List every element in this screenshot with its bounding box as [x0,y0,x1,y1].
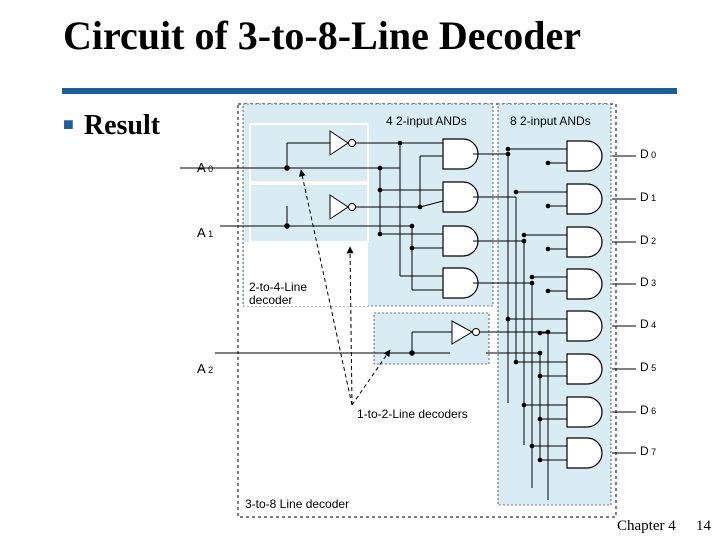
inverter-a2 [409,320,486,356]
junction-dot [529,443,535,449]
and-gate-3to8-2 [566,226,603,258]
and-gate-3to8-4 [566,310,603,342]
inverter-a0 [284,130,356,171]
junction-dot [513,359,519,365]
and-gate-3to8-5 [566,353,603,385]
title-underline [62,88,677,94]
1-to-2-decoder-region-a0 [249,123,369,183]
square-bullet-icon: ■ [63,114,74,134]
output-label-d6: D 6 [640,403,656,417]
junction-dot [545,203,551,209]
label-3-to-8-line-decoder: 3-to-8 Line decoder [245,497,349,511]
4-and-gates [442,138,479,299]
footer-chapter: Chapter 4 [617,518,676,534]
and-gate-3to8-1 [566,183,603,215]
junction-dot [537,330,543,336]
bullet-text: Result [83,110,161,141]
internal-wiring [356,142,636,500]
8-and-gates [566,140,603,469]
output-label-d7: D 7 [640,444,656,458]
junction-dot [505,151,511,157]
junction-dot [505,316,511,322]
label-2-to-4-line: 2-to-4-Line [249,280,307,294]
1-to-2-decoder-region-a2 [373,312,490,365]
and-gate-2to4-2 [442,225,479,257]
footer-page-number: 14 [696,518,711,534]
junction-dot [377,187,383,193]
junction-dot [377,231,383,237]
junction-dot [545,288,551,294]
junction-dot [537,350,543,356]
1-to-2-decoder-region-a1 [249,183,369,243]
junction-dot [409,245,415,251]
junction-dot [409,223,415,229]
junction-dot [521,232,527,238]
slide-title: Circuit of 3-to-8-Line Decoder [63,13,582,58]
output-label-d4: D 4 [640,317,656,331]
junction-dot [537,457,543,463]
junction-dot [545,329,551,335]
output-label-d3: D 3 [640,275,656,289]
junction-dot [529,280,535,286]
junction-dot [397,140,403,146]
and-gate-3to8-6 [566,396,603,428]
junction-dot [513,189,519,195]
header-8-2-input-ands: 8 2-input ANDs [510,114,591,128]
junction-dot [505,146,511,152]
label-decoder: decoder [249,293,292,307]
label-1-to-2-line-decoders: 1-to-2-Line decoders [357,407,468,421]
junction-dot [537,416,543,422]
junction-dot [545,246,551,252]
and-gate-2to4-1 [442,181,479,213]
and-gate-3to8-0 [566,140,603,172]
junction-dots [377,140,551,463]
junction-dot [537,373,543,379]
output-labels: D 0 D 1 D 2 D 3 D 4 D 5 D 6 D 7 [640,147,656,458]
junction-dot [521,238,527,244]
output-label-d1: D 1 [640,190,656,204]
header-4-2-input-ands: 4 2-input ANDs [386,114,467,128]
bullet-item: ■ Result [63,110,160,142]
output-label-d2: D 2 [640,233,656,247]
output-label-d0: D 0 [640,147,656,161]
input-label-a0: A 0 [197,160,213,175]
annotation-arrows [298,169,391,406]
input-label-a1: A 1 [197,225,213,240]
input-labels: A 0 A 1 A 2 [197,160,213,376]
junction-dot [521,402,527,408]
and-gate-3to8-7 [566,437,603,469]
junction-dot [417,204,423,210]
junction-dot [529,274,535,280]
output-label-d5: D 5 [640,360,656,374]
and-gate-2to4-3 [442,267,479,299]
and-gate-2to4-0 [442,138,479,170]
8-and-region [497,103,612,506]
input-label-a2: A 2 [197,361,213,376]
inverter-a1 [284,194,356,229]
junction-dot [377,165,383,171]
junction-dot [545,160,551,166]
and-gate-3to8-3 [566,268,603,300]
